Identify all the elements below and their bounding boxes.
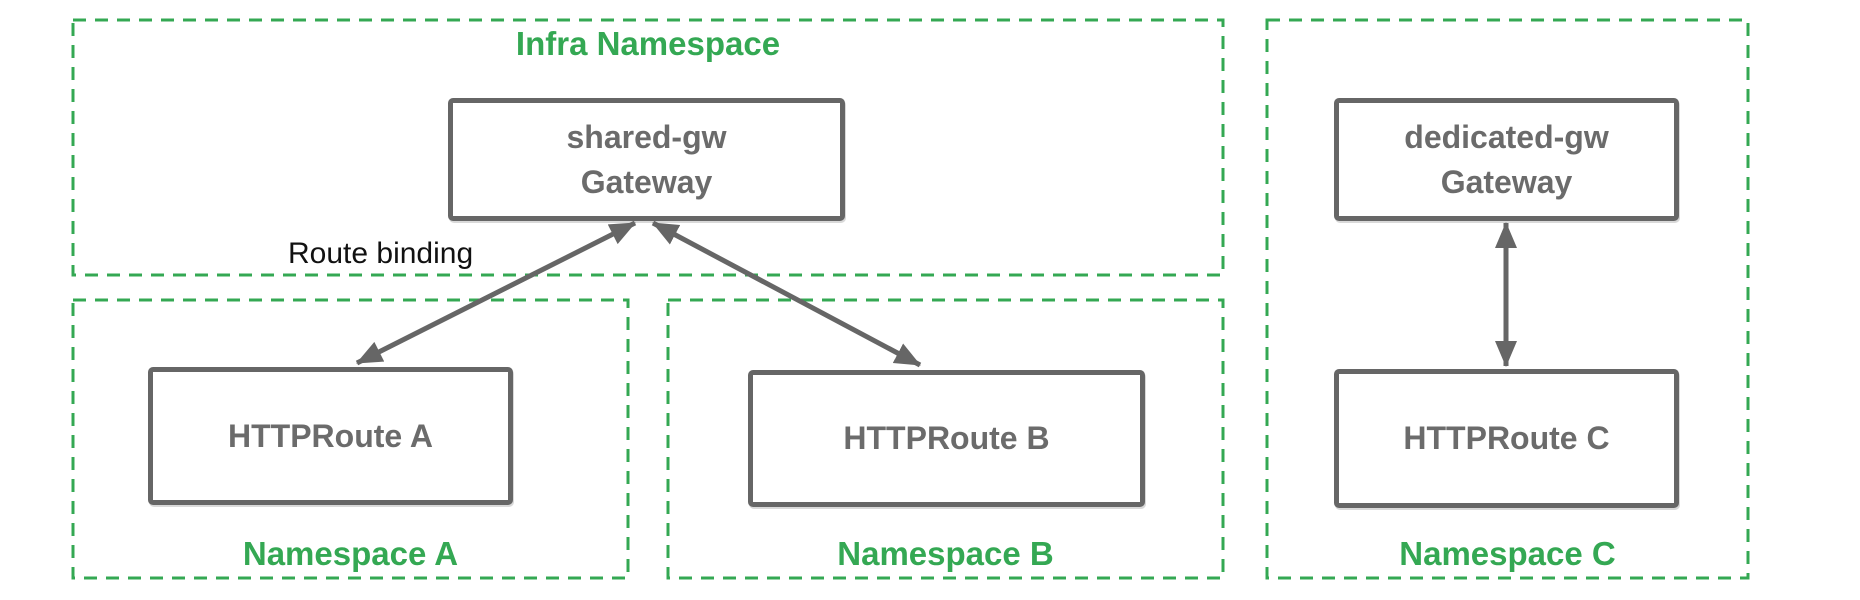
dedicated-gw-gateway-node: dedicated-gw Gateway (1334, 98, 1679, 221)
namespace-c-border (1265, 18, 1750, 580)
httproute-c-label: HTTPRoute C (1403, 420, 1610, 456)
shared-gw-gateway-name: shared-gw (566, 118, 727, 155)
shared-gw-gateway-kind: Gateway (580, 163, 713, 200)
httproute-b-node: HTTPRoute B (748, 370, 1145, 507)
namespace-b-border (666, 298, 1225, 580)
namespace-a-label: Namespace A (242, 535, 459, 572)
infra-namespace-label: Infra Namespace (515, 25, 781, 62)
namespace-b-label: Namespace B (837, 535, 1054, 572)
infra-namespace-border (71, 18, 1225, 277)
route-binding-label: Route binding (288, 237, 474, 270)
namespace-a-border (71, 298, 630, 580)
httproute-c-node: HTTPRoute C (1334, 369, 1679, 508)
dedicated-gw-gateway-name: dedicated-gw (1404, 118, 1609, 155)
shared-gw-gateway-node: shared-gw Gateway (448, 98, 845, 221)
namespace-c-label: Namespace C (1399, 535, 1616, 572)
httproute-a-node: HTTPRoute A (148, 367, 513, 505)
httproute-b-label: HTTPRoute B (843, 420, 1050, 456)
httproute-a-label: HTTPRoute A (227, 417, 433, 454)
arrow-httproute-b-to-shared-gw (651, 220, 922, 368)
dedicated-gw-gateway-kind: Gateway (1440, 163, 1573, 200)
arrow-httproute-a-to-shared-gw (355, 220, 637, 366)
